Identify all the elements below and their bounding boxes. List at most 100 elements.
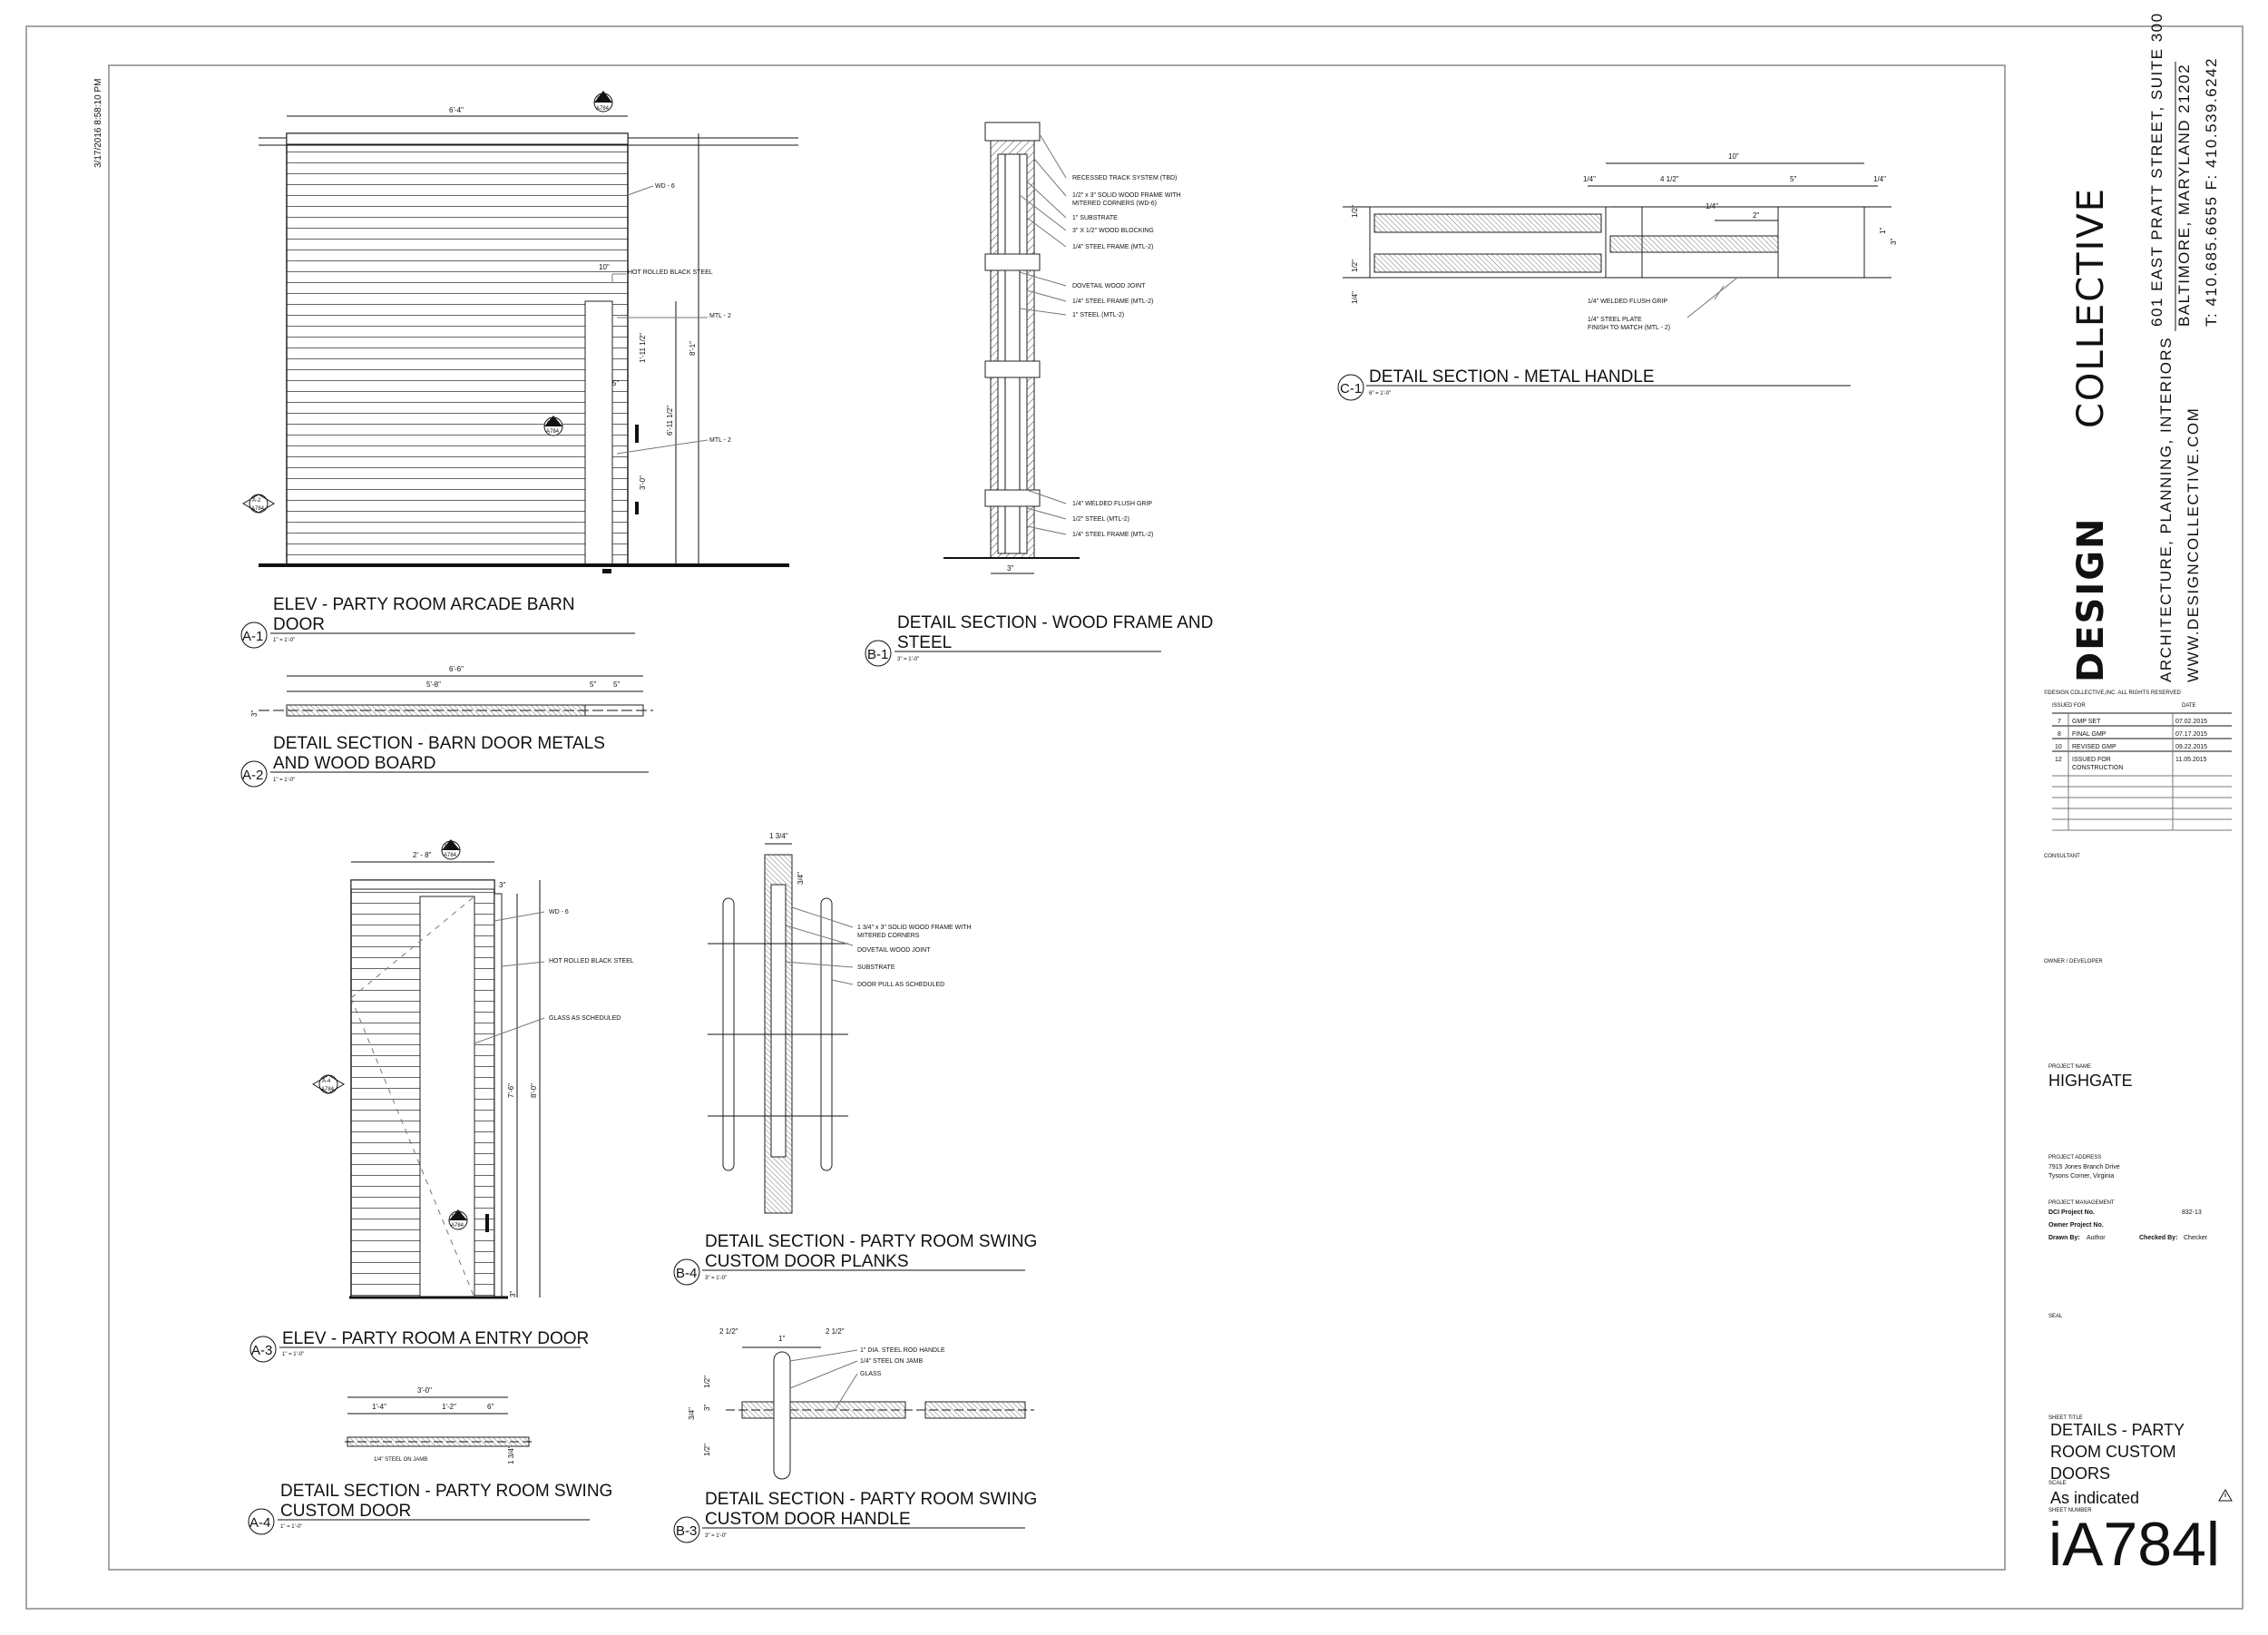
svg-text:CONSULTANT: CONSULTANT [2044,854,2080,859]
svg-text:CUSTOM DOOR HANDLE: CUSTOM DOOR HANDLE [705,1510,911,1529]
svg-text:6": 6" [487,1403,494,1411]
svg-text:601 EAST PRATT STREET, SUITE 3: 601 EAST PRATT STREET, SUITE 300 [2148,12,2165,327]
section-tag-b4[interactable]: B-4 A784 [441,839,461,860]
svg-text:HOT ROLLED BLACK STEEL: HOT ROLLED BLACK STEEL [549,958,634,964]
view-title-a3: A-3 ELEV - PARTY ROOM A ENTRY DOOR 1" = … [249,1329,589,1363]
svg-text:WD - 6: WD - 6 [549,909,569,915]
svg-text:1/4": 1/4" [1873,175,1886,183]
svg-text:1/4" STEEL FRAME (MTL-2): 1/4" STEEL FRAME (MTL-2) [1072,532,1153,538]
section-tag-b3[interactable]: B-3 A784 [448,1209,468,1230]
title-block: DESIGN COLLECTIVE ARCHITECTURE, PLANNING… [2044,12,2233,1579]
svg-text:STEEL: STEEL [897,633,952,652]
svg-text:SUBSTRATE: SUBSTRATE [857,964,895,971]
svg-text:A-4: A-4 [249,1515,270,1531]
svg-text:DETAIL SECTION - PARTY ROOM S: DETAIL SECTION - PARTY ROOM SWING [705,1232,1037,1251]
svg-text:DATE: DATE [2182,703,2196,709]
a1-note-wd6: WD - 6 [655,183,675,190]
svg-text:WWW.DESIGNCOLLECTIVE.COM: WWW.DESIGNCOLLECTIVE.COM [2185,407,2202,682]
svg-text:3": 3" [250,710,259,717]
svg-text:1" = 1'-0": 1" = 1'-0" [280,1524,302,1530]
svg-text:B-4: B-4 [676,1266,697,1281]
firm-name-light: COLLECTIVE [2070,187,2112,428]
svg-text:RECESSED TRACK SYSTEM (TBD): RECESSED TRACK SYSTEM (TBD) [1072,175,1177,181]
svg-text:10: 10 [2055,744,2062,750]
plot-timestamp: 3/17/2016 8:58:10 PM [93,79,103,168]
a1-dim-a: 1'-11 1/2" [639,333,647,363]
view-title-b3: B-3 DETAIL SECTION - PARTY ROOM SWING CU… [673,1490,1037,1543]
svg-text:1" = 1'-0": 1" = 1'-0" [273,778,295,783]
svg-text:3" X 1/2" WOOD BLOCKING: 3" X 1/2" WOOD BLOCKING [1072,228,1154,234]
svg-text:1/2": 1/2" [1351,259,1359,272]
view-a4-section: 3'-0" 1'-4" 1'-2" 6" 1/4" STEEL ON JAMB … [345,1386,535,1464]
a1-dim-c: 3'-0" [639,475,647,490]
a1-note-mtl2-b: MTL - 2 [709,437,731,444]
svg-text:1/2" x 3" SOLID WOOD FRAME WIT: 1/2" x 3" SOLID WOOD FRAME WITH [1072,192,1181,199]
svg-text:3" = 1'-0": 3" = 1'-0" [705,1276,727,1281]
svg-text:1/2" STEEL (MTL-2): 1/2" STEEL (MTL-2) [1072,516,1129,523]
svg-text:Tysons Corner, Virginia: Tysons Corner, Virginia [2048,1173,2114,1180]
svg-text:A784: A784 [596,106,610,112]
svg-text:1/4" STEEL FRAME (MTL-2): 1/4" STEEL FRAME (MTL-2) [1072,299,1153,305]
svg-text:3": 3" [509,1291,517,1297]
view-b3-section: 2 1/2" 1" 2 1/2" 1/2" 3" 3/4" 1/2" 1" DI… [688,1327,1034,1480]
svg-text:1 3/4": 1 3/4" [507,1445,515,1464]
svg-text:DETAIL SECTION - PARTY ROOM S: DETAIL SECTION - PARTY ROOM SWING [705,1490,1037,1509]
section-tag-a2[interactable]: A-2 A784 [242,494,275,514]
view-b1-section: 3" RECESSED TRACK SYSTEM (TBD) 1/2" x 3"… [943,122,1181,574]
svg-text:A784: A784 [321,1087,335,1092]
svg-text:A784: A784 [451,1223,464,1229]
svg-text:CUSTOM DOOR: CUSTOM DOOR [280,1502,411,1521]
view-a3-elevation: 2' - 8" 7'-6" 8'-0" 3" 3" WD - 6 HOT ROL… [312,839,634,1299]
svg-text:DOVETAIL WOOD JOINT: DOVETAIL WOOD JOINT [857,947,931,954]
svg-text:3": 3" [499,881,505,889]
steel-stile [584,300,613,566]
svg-text:6'-6": 6'-6" [449,665,464,673]
svg-text:CONSTRUCTION: CONSTRUCTION [2072,765,2123,771]
svg-text:7915 Jones Branch Drive: 7915 Jones Branch Drive [2048,1164,2120,1170]
svg-text:A-2: A-2 [252,498,261,504]
svg-text:1/4" WELDED FLUSH GRIP: 1/4" WELDED FLUSH GRIP [1072,501,1152,507]
svg-text:B-3: B-3 [676,1523,697,1539]
svg-text:1/4": 1/4" [1583,175,1596,183]
svg-text:DETAIL SECTION - PARTY ROOM S: DETAIL SECTION - PARTY ROOM SWING [280,1482,612,1501]
view-a1-elevation: 6'-4" 8'-1" 6'-11 1/2" 1'-11 1/2" 3'-0" … [242,91,798,573]
svg-text:SHEET NUMBER: SHEET NUMBER [2048,1508,2092,1513]
view-title-a1: A-1 ELEV - PARTY ROOM ARCADE BARN DOOR 1… [240,595,635,649]
svg-text:5'-8": 5'-8" [426,680,441,689]
svg-text:GLASS AS SCHEDULED: GLASS AS SCHEDULED [549,1015,621,1022]
svg-text:DOVETAIL WOOD JOINT: DOVETAIL WOOD JOINT [1072,283,1146,289]
svg-text:3/4": 3/4" [797,872,805,885]
svg-text:SEAL: SEAL [2048,1314,2063,1319]
sheet-title-1: DETAILS - PARTY [2050,1421,2185,1439]
svg-text:ISSUED FOR: ISSUED FOR [2052,703,2086,709]
section-tag-c1[interactable]: C-1 A784 [543,416,563,436]
a1-dim-b: 6'-11 1/2" [666,406,674,436]
svg-text:2 1/2": 2 1/2" [719,1327,738,1336]
svg-text:1 3/4": 1 3/4" [769,832,788,840]
svg-text:1/2": 1/2" [703,1376,711,1388]
section-tag-b1[interactable]: B-1 A784 [593,91,613,113]
svg-text:ISSUED FOR: ISSUED FOR [2072,757,2111,763]
svg-text:Owner Project No.: Owner Project No. [2048,1222,2104,1229]
svg-text:1'-4": 1'-4" [372,1403,386,1411]
svg-text:DETAIL SECTION - BARN DOOR ME: DETAIL SECTION - BARN DOOR METALS [273,734,605,753]
svg-text:B-1: B-1 [597,97,606,103]
view-title-a4: A-4 DETAIL SECTION - PARTY ROOM SWING CU… [248,1482,612,1535]
svg-text:3": 3" [1890,239,1898,245]
svg-text:1" STEEL (MTL-2): 1" STEEL (MTL-2) [1072,312,1124,318]
svg-text:1" DIA. STEEL ROD HANDLE: 1" DIA. STEEL ROD HANDLE [860,1347,945,1354]
svg-text:Checker: Checker [2184,1235,2208,1241]
svg-text:T: 410.685.6655 F: 410.539.62: T: 410.685.6655 F: 410.539.6242 [2203,57,2220,327]
svg-text:MITERED CORNERS: MITERED CORNERS [857,933,920,939]
svg-text:A784: A784 [251,506,265,512]
svg-text:6" = 1'-0": 6" = 1'-0" [1369,391,1391,397]
a1-dim-10: 10" [599,263,610,271]
svg-text:SHEET TITLE: SHEET TITLE [2048,1415,2083,1421]
svg-text:3/4": 3/4" [688,1407,696,1420]
svg-text:1/2": 1/2" [703,1444,711,1456]
svg-text:3": 3" [1007,564,1013,573]
svg-text:5": 5" [590,680,596,689]
section-tag-a4[interactable]: A-4 A784 [312,1074,345,1094]
svg-text:A784: A784 [444,853,457,858]
